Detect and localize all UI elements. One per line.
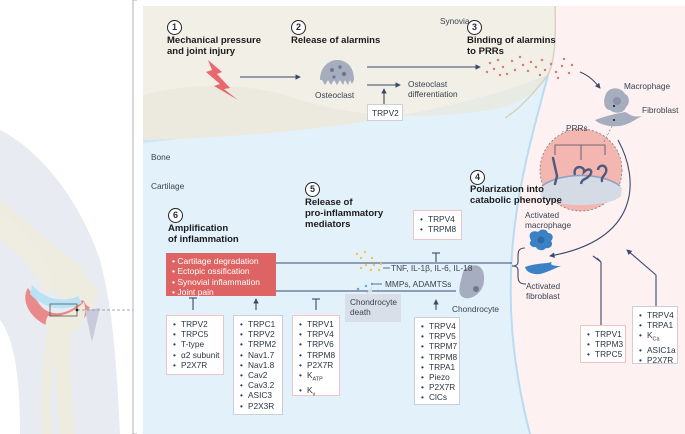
channel-item: TRPC5 [173, 329, 218, 339]
channel-item: TRPV2 [173, 319, 218, 329]
prrs-label: PRRs [566, 123, 588, 133]
lightning-icon [206, 60, 238, 100]
channel-item: TRPM8 [420, 224, 456, 234]
channel-item: TRPV1 [587, 329, 622, 339]
channel-item: TRPM7 [421, 341, 457, 351]
chondrocyte-label: Chondrocyte [452, 304, 500, 314]
channel-item: TRPV1 [299, 319, 334, 329]
outcome-item: Cartilage degradation [172, 256, 272, 266]
arrow-polarization [549, 139, 631, 258]
channel-item: TRPM8 [299, 350, 335, 360]
step-2-title: Release of alarmins [291, 35, 381, 46]
channel-item: α2 subunit [173, 350, 219, 360]
channel-item: Kv [299, 385, 334, 400]
step-5-title: Release of pro-inflammatory mediators [305, 197, 384, 230]
region-label-cartilage: Cartilage [151, 181, 185, 191]
inflammation-outcomes-box: Cartilage degradation Ectopic ossificati… [166, 253, 276, 297]
step-3-number: 3 [467, 20, 482, 35]
channel-box-mediator-release: TRPV4 TRPM8 [413, 210, 462, 240]
channel-item: TRPV6 [299, 339, 334, 349]
chondrocyte-death-box: Chondrocyte death [345, 294, 401, 322]
channel-item: Piezo [421, 372, 454, 382]
channel-item: KCa [639, 330, 672, 345]
channel-item: TRPV4 [421, 321, 456, 331]
step-6-number: 6 [168, 208, 183, 223]
channel-box-amplification-inhibit: TRPV2 TRPC5 T-type α2 subunit P2X7R [166, 315, 224, 375]
osteoclast-differentiation-label: Osteoclast differentiation [408, 79, 458, 99]
outcome-item: Joint pain [172, 287, 272, 297]
channel-item: ASIC1a [639, 345, 676, 355]
channel-item: Nav1.8 [240, 360, 277, 370]
outcome-item: Ectopic ossification [172, 266, 272, 276]
osteoclast-icon [320, 60, 354, 85]
prr-zoom-circle [539, 125, 623, 212]
channel-box-chondrocyte-promote: TRPV4 TRPV5 TRPM7 TRPM8 TRPA1 Piezo P2X7… [414, 317, 460, 405]
channel-item: TRPA1 [639, 320, 673, 330]
channel-item: ASIC3 [240, 390, 277, 400]
channel-item: ClCs [421, 392, 454, 402]
channel-item: TRPV5 [421, 331, 456, 341]
step-1-title: Mechanical pressure and joint injury [167, 35, 261, 57]
channel-box-polarization-inhibit: TRPV1 TRPM3 TRPC5 [580, 325, 626, 363]
macrophage-icon [604, 88, 629, 113]
step-4-title: Polarization into catabolic phenotype [470, 184, 562, 206]
outcome-item: Synovial inflammation [172, 277, 272, 287]
channel-item: TRPM2 [240, 339, 277, 349]
channel-box-polarization-promote: TRPV4 TRPA1 KCa ASIC1a P2X7R [632, 306, 678, 366]
channel-item: Cav3.2 [240, 380, 277, 390]
osteoclast-label: Osteoclast [315, 90, 355, 100]
channel-item: TRPV2 [372, 108, 399, 118]
activated-fibroblast-label: Activated fibroblast [526, 281, 561, 301]
channel-item: P2X7R [421, 382, 455, 392]
step-6-title: Amplification of inflammation [168, 223, 239, 245]
activated-macrophage-label: Activated macrophage [525, 210, 572, 230]
fibroblast-icon [595, 112, 642, 127]
channel-item: P2X3R [240, 401, 277, 411]
channel-item: TRPM8 [421, 352, 457, 362]
chondrocyte-icon [459, 265, 485, 299]
cytokine-dots [355, 250, 383, 272]
channel-box-chondrocyte-death-inhibit: TRPV1 TRPV4 TRPV6 TRPM8 P2X7R KATP Kv [292, 315, 340, 398]
channel-item: TRPV2 [240, 329, 277, 339]
macrophage-label: Macrophage [624, 81, 671, 91]
step-1-number: 1 [167, 20, 182, 35]
channel-item: TRPV4 [299, 329, 334, 339]
activated-fibroblast-icon [525, 262, 561, 275]
channel-item: Nav1.7 [240, 350, 277, 360]
cytokines-label: TNF, IL-1β, IL-6, IL-18 [391, 263, 473, 273]
region-label-bone: Bone [151, 152, 171, 162]
zoom-bracket [132, 0, 137, 434]
proteases-label: MMPs, ADAMTSs [385, 279, 452, 289]
step-3-title: Binding of alarmins to PRRs [467, 35, 556, 57]
channel-item: P2X7R [173, 360, 218, 370]
channel-item: KATP [299, 370, 334, 385]
activated-macrophage-icon [529, 229, 553, 251]
channel-item: TRPM3 [587, 339, 623, 349]
channel-item: TRPV4 [420, 214, 456, 224]
channel-item: TRPA1 [421, 362, 455, 372]
alarmin-dots [485, 55, 574, 80]
fibroblast-label: Fibroblast [642, 105, 679, 115]
step-5-number: 5 [305, 182, 320, 197]
channel-item: TRPC1 [240, 319, 277, 329]
channel-box-osteoclast: TRPV2 [367, 104, 403, 121]
channel-item: TRPV4 [639, 310, 674, 320]
step-2-number: 2 [291, 20, 306, 35]
channel-item: T-type [173, 339, 218, 349]
channel-item: P2X7R [639, 355, 673, 365]
knee-illustration [0, 130, 133, 434]
channel-item: Cav2 [240, 370, 277, 380]
channel-item: TRPC5 [587, 349, 622, 359]
channel-item: P2X7R [299, 360, 334, 370]
region-label-synovia: Synovia [440, 16, 470, 26]
channel-box-amplification-promote: TRPC1 TRPV2 TRPM2 Nav1.7 Nav1.8 Cav2 Cav… [233, 315, 283, 415]
step-4-number: 4 [470, 170, 485, 185]
